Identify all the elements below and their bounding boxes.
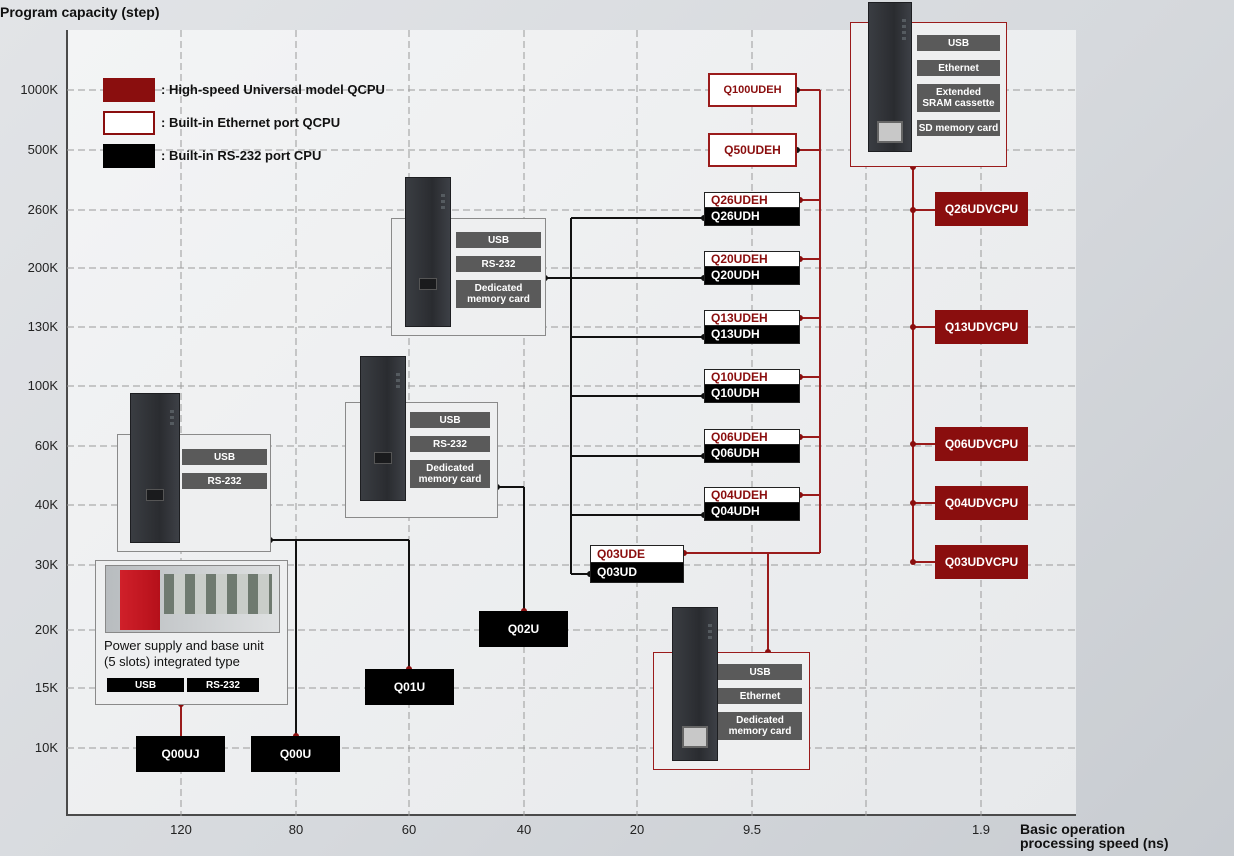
y-tick-label: 100K: [27, 378, 58, 393]
legend-swatch-white: [103, 111, 155, 135]
cpu-q50udeh: Q50UDEH: [708, 133, 797, 167]
cpu-pair-q10: Q10UDEH Q10UDH: [704, 369, 800, 403]
x-tick-label: 20: [629, 822, 645, 837]
x-tick-label: 120: [170, 822, 192, 837]
x-tick-label: 80: [288, 822, 304, 837]
cpu-module-image: [868, 2, 912, 152]
feature-usb: USB: [182, 449, 267, 465]
feature-sd-memory-card: SD memory card: [917, 120, 1000, 136]
y-tick-label: 10K: [34, 740, 58, 755]
base-unit-image: [105, 565, 280, 633]
cpu-q01u: Q01U: [365, 669, 454, 705]
x-tick-label: 40: [516, 822, 532, 837]
cpu-pair-q04: Q04UDEH Q04UDH: [704, 487, 800, 521]
cpu-pair-q03: Q03UDE Q03UD: [590, 545, 684, 583]
legend-swatch-red: [103, 78, 155, 102]
cpu-pair-q20: Q20UDEH Q20UDH: [704, 251, 800, 285]
black-connectors: [270, 217, 704, 736]
x-tick-label: 1.9: [971, 822, 991, 837]
cpu-q04udvcpu: Q04UDVCPU: [935, 486, 1028, 520]
legend-label: : Built-in RS-232 port CPU: [161, 148, 322, 163]
feature-dedicated-memory-card: Dedicated memory card: [410, 460, 490, 488]
cpu-pair-q06: Q06UDEH Q06UDH: [704, 429, 800, 463]
legend-label: : Built-in Ethernet port QCPU: [161, 115, 341, 130]
feature-ethernet: Ethernet: [718, 688, 802, 704]
cpu-q02u: Q02U: [479, 611, 568, 647]
psu-feature-usb: USB: [107, 678, 184, 692]
feature-usb: USB: [917, 35, 1000, 51]
feature-usb: USB: [456, 232, 541, 248]
x-tick-label: 60: [401, 822, 417, 837]
cpu-q00u: Q00U: [251, 736, 340, 772]
y-tick-label: 20K: [34, 622, 58, 637]
y-tick-label: 30K: [34, 557, 58, 572]
feature-extended-sram-cassette: Extended SRAM cassette: [917, 84, 1000, 112]
feature-ethernet: Ethernet: [917, 60, 1000, 76]
cpu-pair-q26: Q26UDEH Q26UDH: [704, 192, 800, 226]
cpu-module-image: [130, 393, 180, 543]
psu-description: Power supply and base unit (5 slots) int…: [104, 638, 264, 669]
feature-usb: USB: [718, 664, 802, 680]
x-tick-label: 9.5: [742, 822, 762, 837]
feature-dedicated-memory-card: Dedicated memory card: [456, 280, 541, 308]
feature-rs232: RS-232: [410, 436, 490, 452]
y-tick-label: 130K: [27, 319, 58, 334]
cpu-module-image: [360, 356, 406, 501]
feature-rs232: RS-232: [456, 256, 541, 272]
feature-dedicated-memory-card: Dedicated memory card: [718, 712, 802, 740]
psu-feature-rs232: RS-232: [187, 678, 259, 692]
cpu-module-image: [672, 607, 718, 761]
x-axis-title: Basic operation processing speed (ns): [1020, 821, 1169, 851]
cpu-q26udvcpu: Q26UDVCPU: [935, 192, 1028, 226]
y-tick-label: 15K: [34, 680, 58, 695]
y-tick-label: 60K: [34, 438, 58, 453]
cpu-module-image: [405, 177, 451, 327]
y-tick-label: 40K: [34, 497, 58, 512]
feature-rs232: RS-232: [182, 473, 267, 489]
y-axis-title: Program capacity (step): [0, 4, 160, 20]
y-tick-label: 500K: [27, 142, 58, 157]
feature-usb: USB: [410, 412, 490, 428]
y-tick-label: 260K: [27, 202, 58, 217]
cpu-q03udvcpu: Q03UDVCPU: [935, 545, 1028, 579]
y-tick-label: 1000K: [20, 82, 58, 97]
cpu-q06udvcpu: Q06UDVCPU: [935, 427, 1028, 461]
cpu-q00uj: Q00UJ: [136, 736, 225, 772]
y-tick-label: 200K: [27, 260, 58, 275]
cpu-pair-q13: Q13UDEH Q13UDH: [704, 310, 800, 344]
legend-swatch-black: [103, 144, 155, 168]
cpu-q13udvcpu: Q13UDVCPU: [935, 310, 1028, 344]
red-connectors: [180, 89, 935, 736]
cpu-q100udeh: Q100UDEH: [708, 73, 797, 107]
legend-label: : High-speed Universal model QCPU: [161, 82, 385, 97]
